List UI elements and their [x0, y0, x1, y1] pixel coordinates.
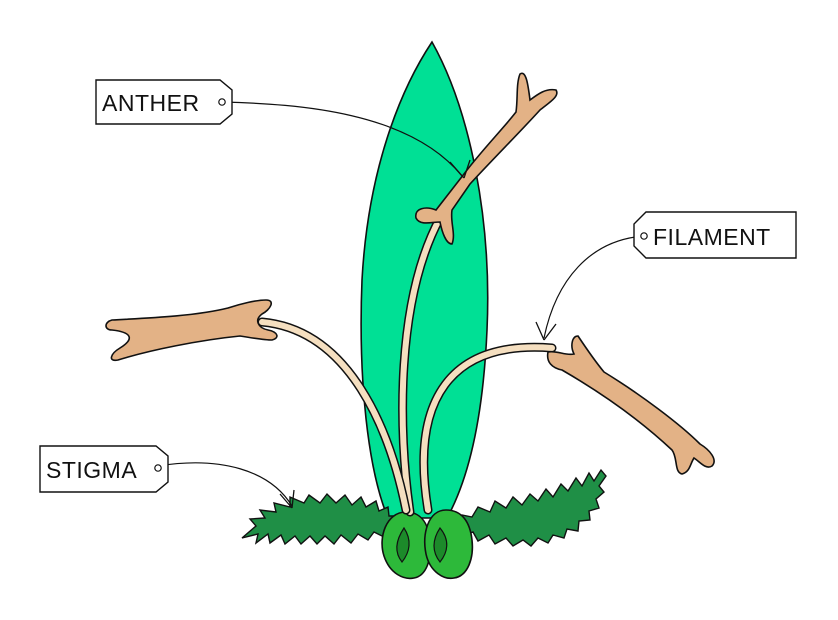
ovary-right [424, 509, 474, 580]
filament-label: FILAMENT [653, 224, 771, 250]
anther-left [105, 299, 278, 362]
stigma-left [241, 492, 399, 546]
filament-leader-line [543, 235, 645, 339]
anther-top [415, 72, 558, 245]
anther-arrowhead [449, 159, 471, 179]
anther-right [546, 335, 715, 475]
stigma-label: STIGMA [46, 457, 137, 483]
stigma-label-tag: STIGMA [39, 445, 169, 493]
filament-label-tag: FILAMENT [633, 211, 797, 259]
filament-arrowhead [535, 321, 557, 341]
anther-leader-line [221, 101, 463, 177]
filament-right [419, 342, 557, 515]
stigma-right [451, 468, 607, 547]
anther-label: ANTHER [102, 90, 200, 116]
stigma-arrowhead [279, 489, 295, 509]
ovary-left-inner [396, 526, 410, 563]
filament-top [398, 213, 445, 517]
anther-label-tag: ANTHER [95, 79, 233, 125]
ovary-right-inner [433, 526, 448, 563]
filament-left [257, 317, 411, 515]
stigma-leader-line [157, 462, 293, 507]
